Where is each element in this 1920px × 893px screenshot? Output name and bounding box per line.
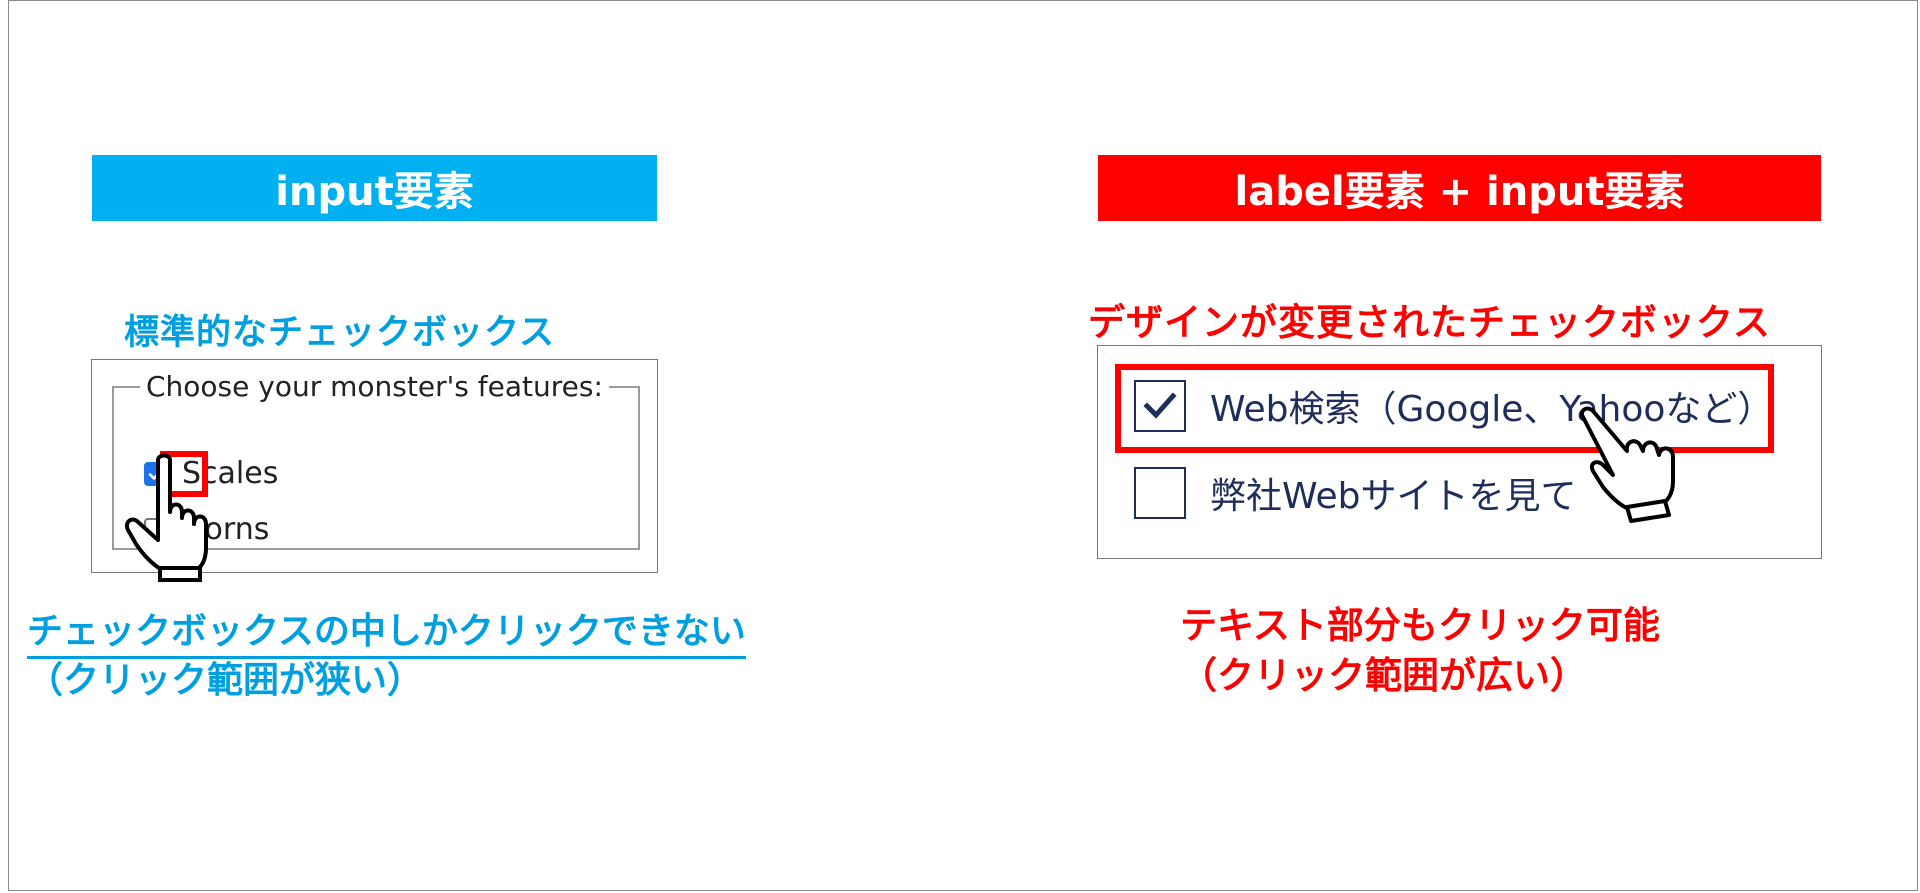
note-wide-click-area-sub: （クリック範囲が広い） (1180, 654, 1587, 697)
web-search-checkbox[interactable] (1134, 380, 1186, 432)
web-search-option[interactable]: Web検索（Google、Yahooなど） (1134, 380, 1773, 432)
company-site-label[interactable]: 弊社Webサイトを見て (1210, 476, 1577, 517)
caption-standard-checkbox: 標準的なチェックボックス (124, 313, 555, 353)
company-site-option[interactable]: 弊社Webサイトを見て (1134, 467, 1577, 519)
custom-checkbox-demo: Web検索（Google、Yahooなど） 弊社Webサイトを見て (1097, 345, 1822, 559)
checkmark-icon (1143, 392, 1177, 419)
pointing-hand-icon (1580, 406, 1675, 523)
banner-input-element: input要素 (92, 155, 657, 221)
fieldset-legend: Choose your monster's features: (140, 370, 609, 403)
scales-label: Scales (182, 456, 279, 491)
note-wide-click-area: テキスト部分もクリック可能 (1180, 604, 1660, 647)
note-narrow-click-area: チェックボックスの中しかクリックできない (27, 602, 746, 659)
company-site-checkbox[interactable] (1134, 467, 1186, 519)
web-search-label[interactable]: Web検索（Google、Yahooなど） (1210, 389, 1774, 430)
banner-label-input-element: label要素 + input要素 (1098, 155, 1821, 221)
pointing-hand-icon (125, 453, 208, 582)
note-narrow-click-area-sub: （クリック範囲が狭い） (27, 660, 424, 701)
click-area-highlight (1115, 364, 1774, 453)
caption-custom-checkbox: デザインが変更されたチェックボックス (1088, 301, 1771, 344)
